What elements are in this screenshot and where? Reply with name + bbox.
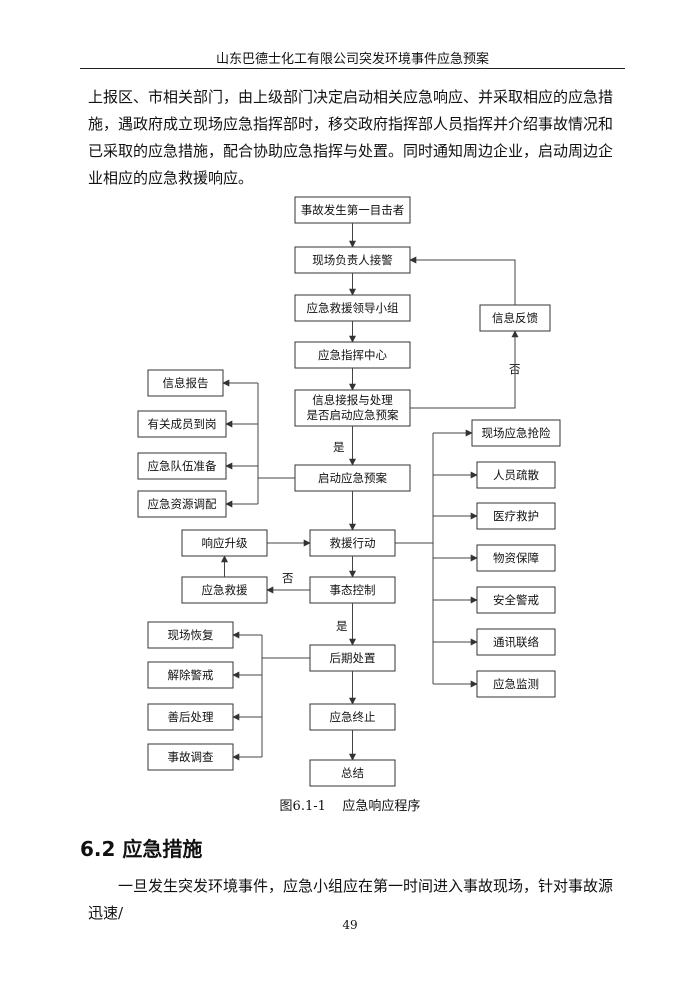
recovery-site-restore: 现场恢复 — [168, 628, 214, 642]
step-first-witness: 事故发生第一目击者 — [301, 203, 405, 217]
escalate-response: 响应升级 — [202, 536, 248, 550]
step-post-disposal: 后期处置 — [330, 651, 376, 665]
page-header: 山东巴德士化工有限公司突发环境事件应急预案 — [215, 52, 489, 67]
action-monitoring: 应急监测 — [493, 677, 539, 691]
prep-info-report: 信息报告 — [163, 376, 209, 390]
action-medical-aid: 医疗救护 — [493, 509, 539, 523]
prep-resource-allocation: 应急资源调配 — [148, 497, 217, 511]
intro-paragraph: 上报区、市相关部门，由上级部门决定启动相关应急响应、并采取相应的应急措施，遇政府… — [88, 88, 614, 187]
action-onsite-rescue: 现场应急抢险 — [482, 426, 551, 440]
figure-title: 应急响应程序 — [342, 799, 421, 814]
step-decision-question: 是否启动应急预案 — [307, 408, 399, 422]
feedback-box: 信息反馈 — [492, 311, 538, 325]
step-command-center: 应急指挥中心 — [318, 348, 387, 362]
action-communication: 通讯联络 — [493, 635, 539, 649]
action-security-cordon: 安全警戒 — [493, 593, 539, 607]
step-info-processing: 信息接报与处理 — [312, 393, 393, 407]
section-number: 6.2 — [80, 837, 116, 861]
step-activate-plan: 启动应急预案 — [318, 471, 387, 485]
figure-caption: 图6.1-1 应急响应程序 — [0, 795, 700, 814]
recovery-aftermath: 善后处理 — [168, 710, 214, 724]
prep-team-ready: 应急队伍准备 — [148, 459, 217, 473]
step-termination: 应急终止 — [330, 710, 376, 724]
label-yes-controlled: 是 — [336, 619, 348, 633]
recovery-investigation: 事故调查 — [168, 750, 214, 764]
header-divider — [80, 68, 625, 69]
label-no-controlled: 否 — [282, 571, 294, 585]
action-supplies: 物资保障 — [493, 551, 539, 565]
action-evacuation: 人员疏散 — [493, 468, 539, 482]
step-summary: 总结 — [341, 766, 364, 780]
recovery-lift-cordon: 解除警戒 — [168, 668, 214, 682]
step-situation-control: 事态控制 — [330, 583, 376, 597]
step-rescue-action: 救援行动 — [330, 536, 376, 550]
section-title: 应急措施 — [122, 837, 203, 861]
section-paragraph: 一旦发生突发环境事件，应急小组应在第一时间进入事故现场，针对事故源迅速/ — [88, 877, 614, 922]
figure-number: 图6.1-1 — [279, 799, 326, 814]
step-receive-alarm: 现场负责人接警 — [312, 253, 393, 267]
label-yes-activate: 是 — [333, 440, 345, 454]
prep-members-arrive: 有关成员到岗 — [148, 417, 217, 431]
step-leadership-group: 应急救援领导小组 — [307, 301, 399, 315]
section-heading: 6.2 应急措施 — [80, 833, 202, 862]
page-number: 49 — [342, 918, 358, 932]
emergency-rescue-box: 应急救援 — [202, 583, 248, 597]
